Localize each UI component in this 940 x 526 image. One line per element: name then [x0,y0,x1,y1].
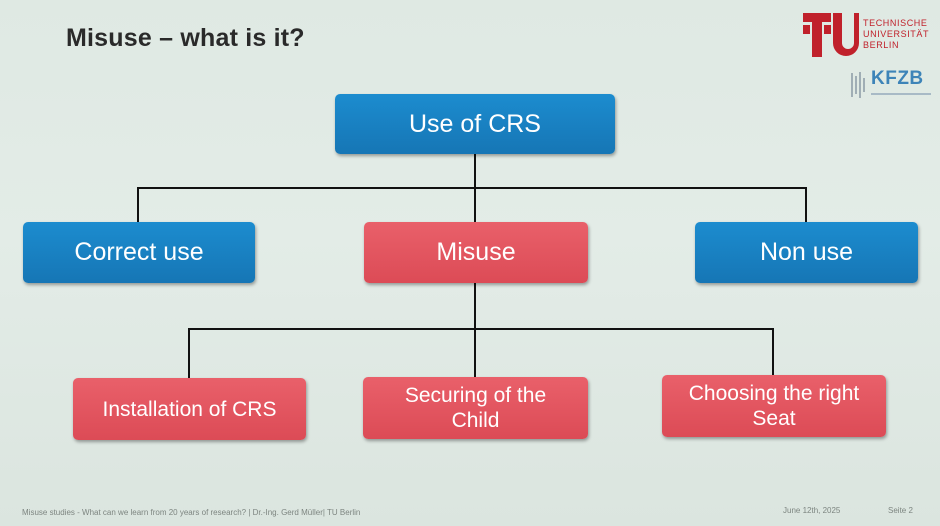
node-label: Installation of CRS [102,397,277,421]
node-label: Correct use [74,238,204,266]
node-securing-of-the-child: Securing of the Child [363,377,588,439]
kfzb-logo: KFZB [849,68,935,104]
node-choosing-the-right-seat: Choosing the right Seat [662,375,886,437]
node-label: Choosing the right Seat [688,382,860,430]
slide-title: Misuse – what is it? [66,24,305,52]
node-non-use: Non use [695,222,918,283]
node-use-of-crs: Use of CRS [335,94,615,154]
tu-berlin-logo: TECHNISCHE UNIVERSITÄT BERLIN [803,13,935,59]
footer-page-number: Seite 2 [888,506,913,515]
tu-logo-text: TECHNISCHE UNIVERSITÄT BERLIN [863,18,930,50]
node-misuse: Misuse [364,222,588,283]
node-label: Non use [759,238,854,266]
footer-text: Misuse studies - What can we learn from … [22,508,361,517]
node-label: Securing of the Child [404,384,547,432]
tu-logo-icon [803,13,859,57]
node-correct-use: Correct use [23,222,255,283]
kfzb-logo-text: KFZB [871,68,924,89]
node-label: Misuse [436,238,516,266]
kfzb-logo-subtitle [871,92,931,97]
footer-date: June 12th, 2025 [783,506,841,515]
wave-icon [851,72,865,98]
node-installation-of-crs: Installation of CRS [73,378,306,440]
node-label: Use of CRS [409,109,541,138]
